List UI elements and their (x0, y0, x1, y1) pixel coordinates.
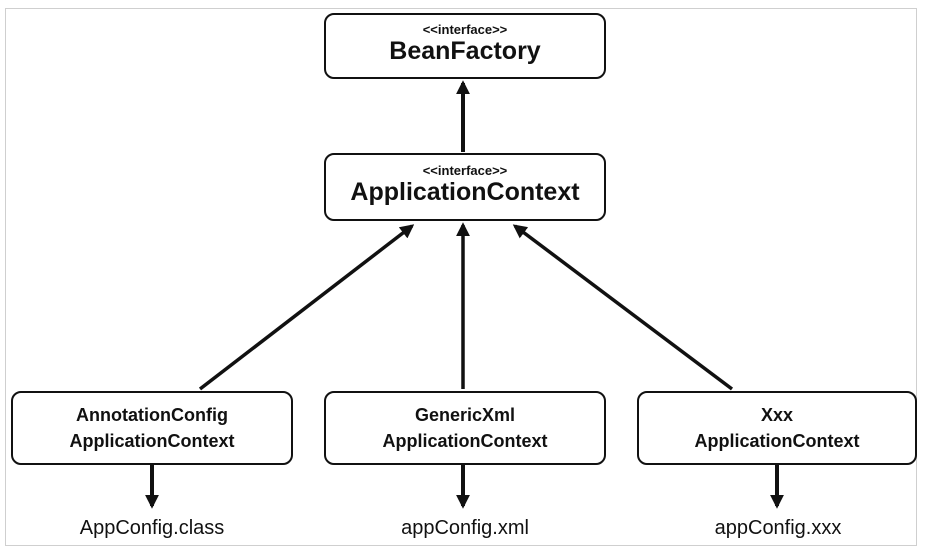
implements-arrow-xxx (512, 224, 734, 391)
config-label-appconfig-xxx: appConfig.xxx (714, 517, 842, 539)
applicationcontext-stereotype: <<interface>> (422, 163, 508, 178)
beanfactory-box: <<interface>> BeanFactory (324, 13, 606, 79)
annotationconfig-box: AnnotationConfig ApplicationContext (11, 391, 293, 465)
genericxml-title-line1: GenericXml (414, 405, 516, 425)
xxx-title-line2: ApplicationContext (694, 431, 860, 451)
genericxml-box: GenericXml ApplicationContext (324, 391, 606, 465)
implements-arrow-annotation (198, 224, 415, 391)
annotationconfig-title-line1: AnnotationConfig (76, 405, 228, 425)
genericxml-title-line2: ApplicationContext (382, 431, 548, 451)
applicationcontext-title: ApplicationContext (350, 178, 580, 206)
config-label-appconfig-class: AppConfig.class (79, 517, 225, 539)
diagram-frame (5, 8, 917, 546)
beanfactory-stereotype: <<interface>> (422, 22, 508, 37)
applicationcontext-box: <<interface>> ApplicationContext (324, 153, 606, 221)
config-label-appconfig-xml: appConfig.xml (401, 517, 529, 539)
beanfactory-title: BeanFactory (389, 37, 541, 65)
xxx-title-line1: Xxx (760, 405, 794, 425)
annotationconfig-title-line2: ApplicationContext (69, 431, 235, 451)
xxx-box: Xxx ApplicationContext (637, 391, 917, 465)
